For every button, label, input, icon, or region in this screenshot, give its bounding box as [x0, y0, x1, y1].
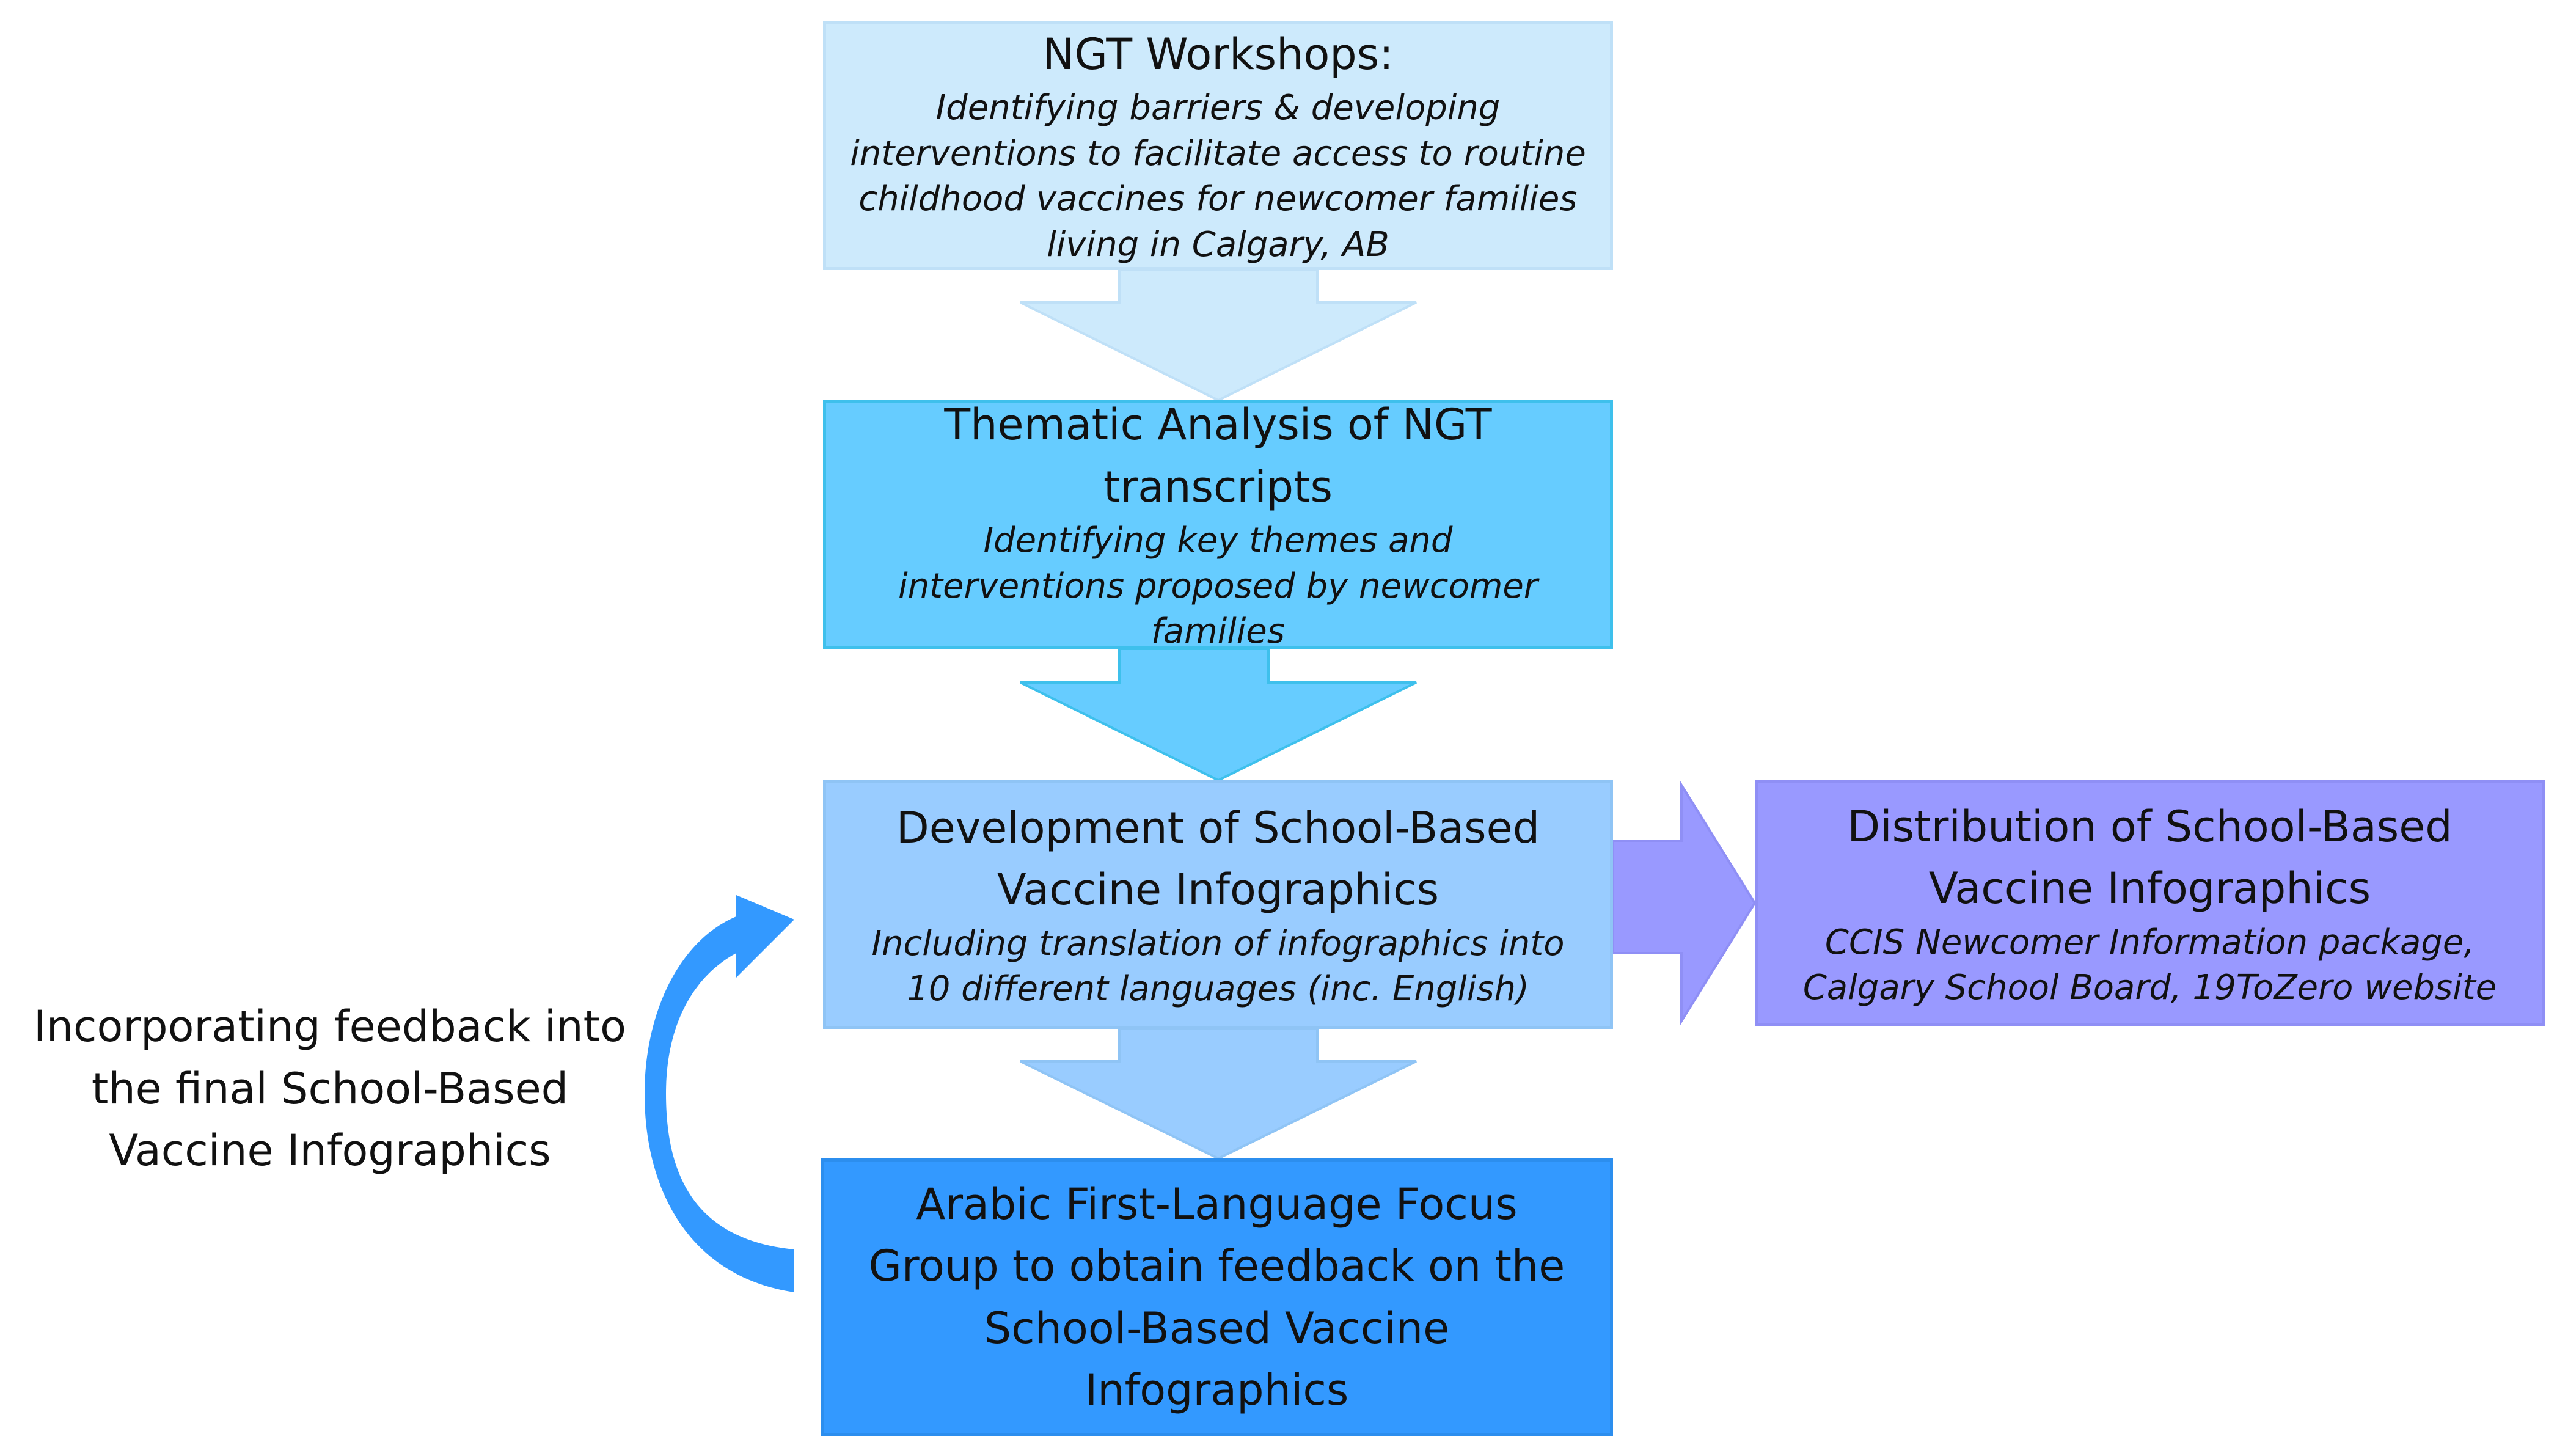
box-distribution: Distribution of School-Based Vaccine Inf…: [1755, 780, 2545, 1026]
box-thematic-analysis: Thematic Analysis of NGT transcripts Ide…: [823, 400, 1613, 651]
arrow-down-3: [1020, 1028, 1417, 1160]
box-ngt-workshops-subtitle: Identifying barriers & developing interv…: [850, 88, 1586, 265]
box-ngt-workshops-title: NGT Workshops:: [1042, 29, 1394, 79]
feedback-loop-label: Incorporating feedback into the final Sc…: [34, 1001, 626, 1176]
box-distribution-title: Distribution of School-Based Vaccine Inf…: [1847, 801, 2453, 914]
box-focus-group: Arabic First-Language Focus Group to obt…: [821, 1158, 1613, 1436]
box-distribution-subtitle: CCIS Newcomer Information package, Calga…: [1802, 922, 2497, 1008]
box-thematic-analysis-title: Thematic Analysis of NGT transcripts: [944, 400, 1492, 512]
arrow-down-1: [1020, 269, 1417, 402]
arrow-down-2: [1020, 648, 1417, 782]
box-development-subtitle: Including translation of infographics in…: [871, 923, 1565, 1009]
box-ngt-workshops: NGT Workshops: Identifying barriers & de…: [823, 21, 1613, 270]
feedback-loop-arrow: [645, 895, 794, 1292]
arrow-right: [1612, 780, 1757, 1026]
box-thematic-analysis-subtitle: Identifying key themes and interventions…: [898, 521, 1538, 652]
box-development-title: Development of School-Based Vaccine Info…: [896, 802, 1540, 915]
box-focus-group-title: Arabic First-Language Focus Group to obt…: [868, 1179, 1565, 1416]
box-development: Development of School-Based Vaccine Info…: [823, 780, 1613, 1029]
